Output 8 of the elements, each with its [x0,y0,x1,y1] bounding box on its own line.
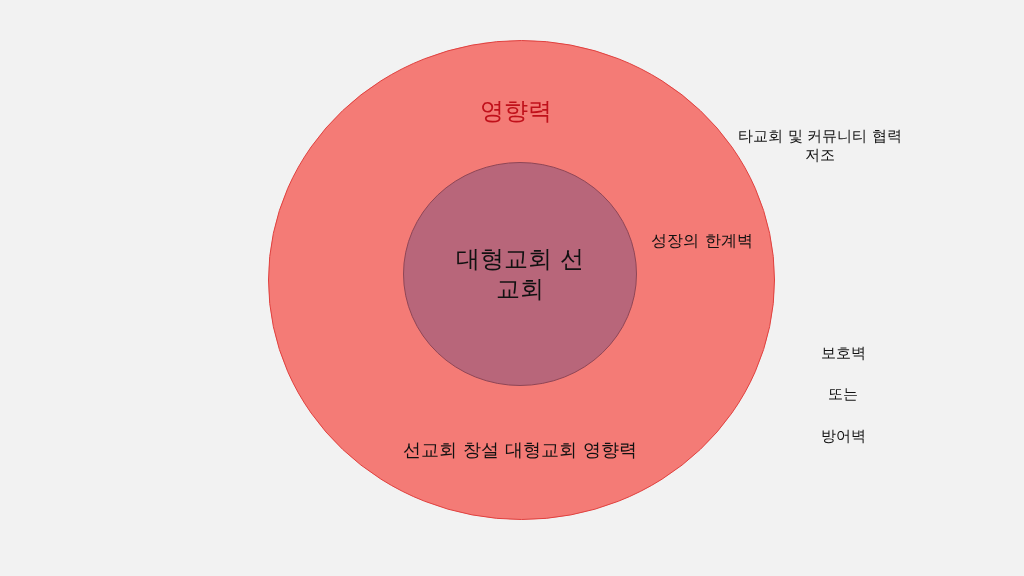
circle-label: 성장의 한계벽 [650,231,754,251]
side-note: 방어벽 [819,426,867,446]
side-note: 타교회 및 커뮤니티 협력 저조 [736,127,904,165]
circle-label: 영향력 [479,96,553,126]
circle-label: 선교회 창설 대형교회 영향력 [402,438,638,462]
side-note: 보호벽 [819,343,867,363]
side-note: 또는 [827,384,859,404]
circle-label: 대형교회 선교회 [455,244,585,304]
